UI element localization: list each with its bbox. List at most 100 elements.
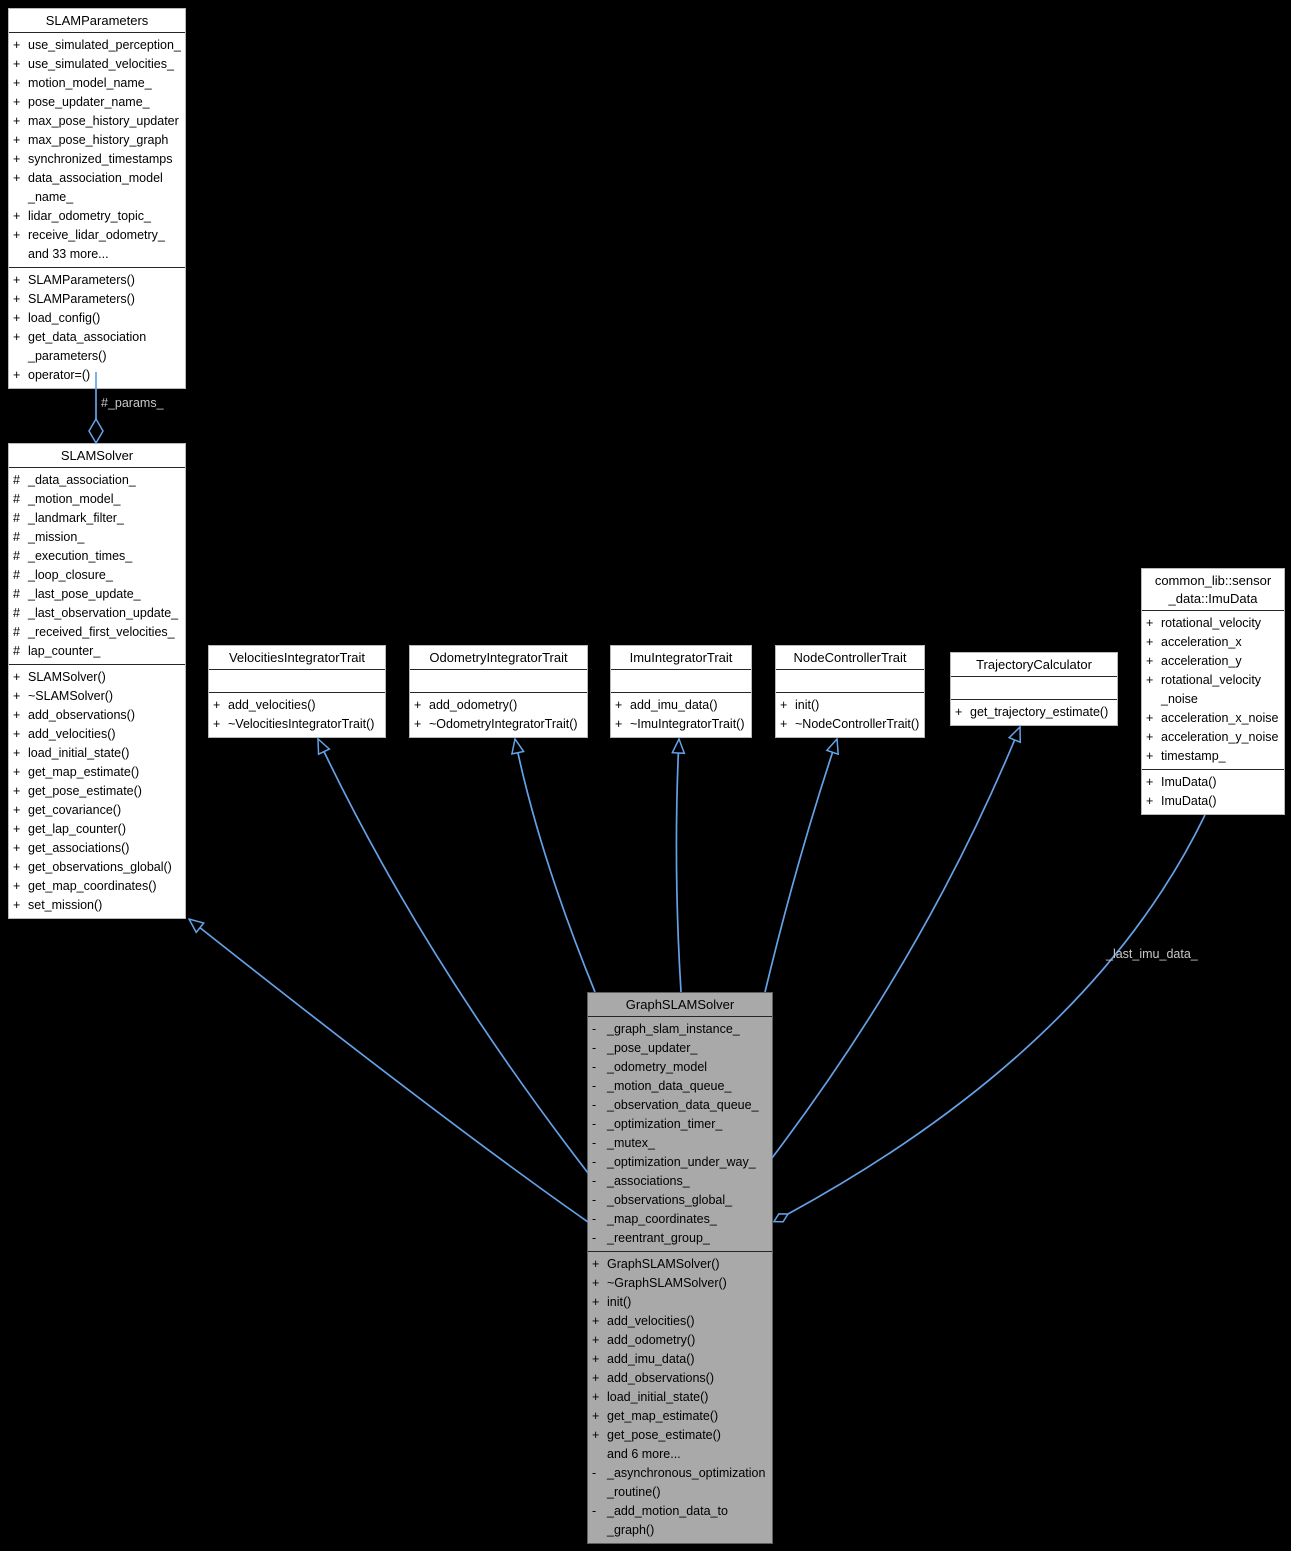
attribute-row: +acceleration_y: [1146, 652, 1280, 671]
member-visibility: +: [615, 717, 623, 731]
member-name: get_lap_counter(): [28, 822, 126, 836]
attribute-row: +max_pose_history_graph: [13, 131, 181, 150]
edge-inherit-velocitiesintegratortrait: [318, 739, 589, 1174]
attribute-section: +rotational_velocity+acceleration_x+acce…: [1142, 611, 1284, 770]
member-name: load_config(): [28, 311, 101, 325]
method-row: +ImuData(): [1146, 792, 1280, 811]
member-visibility: +: [13, 330, 21, 344]
member-visibility: +: [13, 898, 21, 912]
method-row: +load_initial_state(): [592, 1388, 768, 1407]
member-visibility: +: [13, 368, 21, 382]
member-name: get_map_estimate(): [28, 765, 140, 779]
member-visibility: -: [592, 1136, 597, 1150]
method-section: +add_odometry()+~OdometryIntegratorTrait…: [410, 693, 587, 737]
member-visibility: +: [13, 784, 21, 798]
method-row: +~OdometryIntegratorTrait(): [414, 715, 583, 734]
class-imudata[interactable]: common_lib::sensor _data::ImuData+rotati…: [1141, 568, 1285, 815]
member-name: timestamp_: [1161, 749, 1226, 763]
member-visibility: +: [780, 698, 788, 712]
member-name: _loop_closure_: [28, 568, 113, 582]
edge-inherit-nodecontrollertrait: [764, 739, 837, 993]
member-visibility: +: [13, 133, 21, 147]
class-velocitiesintegratortrait[interactable]: VelocitiesIntegratorTrait+add_velocities…: [208, 645, 386, 738]
attribute-section: [209, 670, 385, 693]
member-visibility: +: [13, 228, 21, 242]
method-row: +get_lap_counter(): [13, 820, 181, 839]
method-row: + ~ImuIntegratorTrait(): [615, 715, 747, 734]
attribute-row: +max_pose_history_updater: [13, 112, 181, 131]
attribute-row: +pose_updater_name_: [13, 93, 181, 112]
class-title: OdometryIntegratorTrait: [410, 646, 587, 670]
member-name: _last_observation_update_: [28, 606, 179, 620]
member-name: _last_pose_update_: [28, 587, 141, 601]
method-row: +get_observations_global(): [13, 858, 181, 877]
member-name: add_odometry(): [607, 1333, 696, 1347]
member-name: _received_first_velocities_: [28, 625, 175, 639]
attribute-row: +timestamp_: [1146, 747, 1280, 766]
attribute-row: #_last_pose_update_: [13, 585, 181, 604]
member-name: get_map_estimate(): [607, 1409, 719, 1423]
class-trajectorycalculator[interactable]: TrajectoryCalculator+get_trajectory_esti…: [950, 652, 1118, 726]
member-visibility: +: [13, 38, 21, 52]
member-name: GraphSLAMSolver(): [607, 1257, 720, 1271]
method-row: +get_covariance(): [13, 801, 181, 820]
class-title: VelocitiesIntegratorTrait: [209, 646, 385, 670]
class-odometryintegratortrait[interactable]: OdometryIntegratorTrait +add_odometry()+~…: [409, 645, 588, 738]
member-name: use_simulated_perception_: [28, 38, 181, 52]
attribute-section: [776, 670, 924, 693]
member-visibility: +: [414, 698, 422, 712]
edge-inherit-trajectorycalculator: [771, 727, 1020, 1159]
member-visibility: +: [592, 1409, 600, 1423]
member-visibility: +: [1146, 616, 1154, 630]
member-name: use_simulated_velocities_: [28, 57, 174, 71]
class-imuintegratortrait[interactable]: ImuIntegratorTrait+add_imu_data()+~ImuIn…: [610, 645, 752, 738]
member-name: SLAMSolver(): [28, 670, 106, 684]
member-visibility: +: [13, 727, 21, 741]
member-name: _execution_times_: [28, 549, 133, 563]
member-name: ~OdometryIntegratorTrait(): [429, 717, 578, 731]
attribute-row: #_landmark_filter_: [13, 509, 181, 528]
member-name: acceleration_y: [1161, 654, 1242, 668]
class-nodecontrollertrait[interactable]: NodeControllerTrait+init()+~NodeControll…: [775, 645, 925, 738]
method-row: +set_mission(): [13, 896, 181, 915]
member-visibility: #: [13, 492, 20, 506]
member-name: _map_coordinates_: [607, 1212, 717, 1226]
member-visibility: -: [592, 1174, 597, 1188]
member-visibility: #: [13, 606, 20, 620]
method-row: +load_initial_state(): [13, 744, 181, 763]
attribute-row: +motion_model_name_: [13, 74, 181, 93]
member-visibility: -: [592, 1504, 597, 1518]
attribute-section: [611, 670, 751, 693]
method-section: +init()+~NodeControllerTrait(): [776, 693, 924, 737]
method-row: +init(): [592, 1293, 768, 1312]
member-name: SLAMParameters(): [28, 292, 135, 306]
member-visibility: +: [592, 1276, 600, 1290]
member-visibility: -: [592, 1466, 597, 1480]
attribute-row: +acceleration_x_noise: [1146, 709, 1280, 728]
attribute-row: #lap_counter_: [13, 642, 181, 661]
method-row: +get_map_coordinates(): [13, 877, 181, 896]
member-name: get_associations(): [28, 841, 130, 855]
member-name: _mutex_: [607, 1136, 655, 1150]
member-name: get_map_coordinates(): [28, 879, 157, 893]
class-title: GraphSLAMSolver: [588, 993, 772, 1017]
member-visibility: +: [1146, 730, 1154, 744]
class-slamsolver[interactable]: SLAMSolver#_data_association_#_motion_mo…: [8, 443, 186, 919]
member-visibility: +: [592, 1352, 600, 1366]
member-name: ~ImuIntegratorTrait(): [630, 717, 745, 731]
member-name: add_velocities(): [228, 698, 316, 712]
method-row: +load_config(): [13, 309, 181, 328]
member-name: _observations_global_: [607, 1193, 733, 1207]
attribute-row: -_motion_data_queue_: [592, 1077, 768, 1096]
class-slamparameters[interactable]: SLAMParameters+use_simulated_perception_…: [8, 8, 186, 389]
member-name: get_data_association _parameters(): [28, 330, 147, 363]
member-visibility: +: [592, 1371, 600, 1385]
member-visibility: +: [1146, 711, 1154, 725]
member-visibility: -: [592, 1041, 597, 1055]
member-name: ~GraphSLAMSolver(): [607, 1276, 727, 1290]
class-title: TrajectoryCalculator: [951, 653, 1117, 677]
member-visibility: +: [592, 1257, 600, 1271]
member-name: load_initial_state(): [607, 1390, 709, 1404]
member-visibility: +: [13, 860, 21, 874]
